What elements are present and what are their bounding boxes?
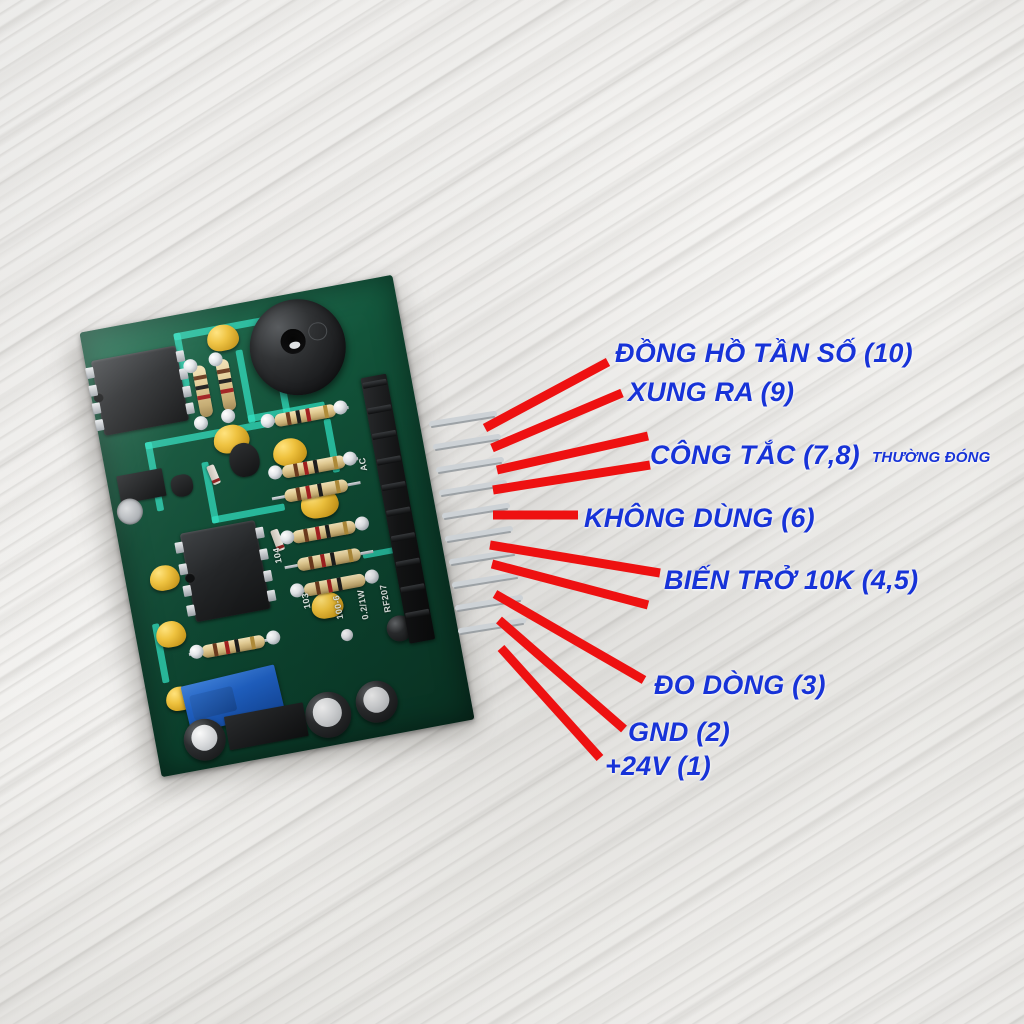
label-pin-9: XUNG RA (9) [628,377,795,407]
label-pin-6: KHÔNG DÙNG (6) [584,503,815,533]
label-pin-1: +24V (1) [605,751,711,781]
label-pin-2: GND (2) [628,717,730,747]
label-pin-78-note: THƯỜNG ĐÓNG [872,449,991,466]
label-pin-3: ĐO DÒNG (3) [654,670,826,700]
label-pin-45: BIẾN TRỞ 10K (4,5) [664,565,919,595]
label-pin-78: CÔNG TẮC (7,8) [650,440,860,470]
label-pin-10: ĐỒNG HỒ TẦN SỐ (10) [615,338,913,368]
